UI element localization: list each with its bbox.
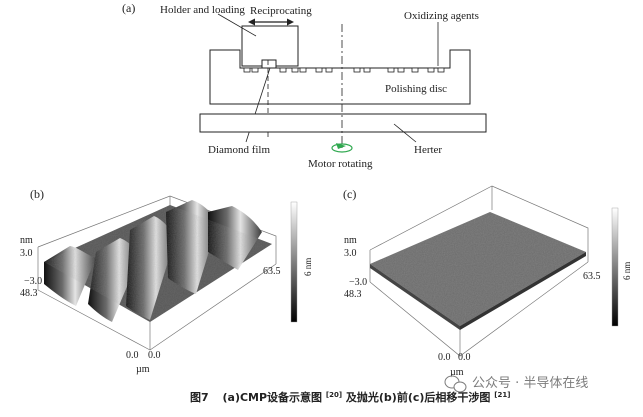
panel-c-y-max: 48.3 [344, 289, 362, 300]
panel-c: (c) nm 3.0 −3.0 48.3 63.5 0.0 0.0 µm 6 n… [343, 185, 632, 378]
panel-c-label: (c) [343, 187, 356, 201]
panel-b-surface [44, 200, 272, 322]
panel-c-nm-label: nm [344, 235, 357, 246]
panel-c-z-bottom: −3.0 [349, 277, 367, 288]
panel-c-scale-label: 6 nm [622, 262, 632, 280]
panel-b-unit: µm [136, 364, 150, 375]
figure-caption: 图7 (a)CMP设备示意图 [20] 及抛光(b)前(c)后相移干涉图 [21… [190, 387, 510, 404]
polishing-label: Polishing disc [385, 83, 447, 95]
caption-fig-no: 图7 [190, 391, 209, 404]
caption-ref-1: [20] [326, 391, 342, 399]
oxidizing-particles [243, 67, 445, 73]
holder-label: Holder and loading [160, 4, 245, 16]
panel-c-color-scale [611, 207, 619, 327]
motor-label: Motor rotating [308, 158, 373, 170]
panel-b-nm-label: nm [20, 235, 33, 246]
panel-b-z-bottom: −3.0 [24, 276, 42, 287]
oxidizing-label: Oxidizing agents [404, 10, 479, 22]
panel-c-origin-x: 0.0 [458, 352, 471, 363]
panel-b: (b) nm 3.0 −3.0 48.3 63.5 [20, 187, 313, 375]
heater-label: Herter [414, 144, 442, 156]
reciprocating-label: Reciprocating [250, 5, 312, 17]
panel-b-x-max: 63.5 [263, 266, 281, 277]
heater-leader-line [393, 123, 417, 143]
panel-b-origin-y: 0.0 [126, 350, 139, 361]
panel-c-z-top: 3.0 [344, 248, 357, 259]
diamond-label: Diamond film [208, 144, 270, 156]
panel-c-origin-y: 0.0 [438, 352, 451, 363]
panel-b-scale-label: 6 nm [303, 258, 313, 276]
panel-c-x-max: 63.5 [583, 271, 601, 282]
panel-b-y-max: 48.3 [20, 288, 38, 299]
panel-c-surface [370, 212, 586, 330]
caption-text: (a)CMP设备示意图 [223, 390, 323, 404]
reciprocating-arrow-icon [248, 18, 294, 26]
holder-leader-line [217, 13, 257, 37]
panel-c-unit: µm [450, 367, 464, 378]
panel-b-z-top: 3.0 [20, 248, 33, 259]
watermark: 公众号 · 半导体在线 [444, 375, 588, 393]
panel-b-origin-x: 0.0 [148, 350, 161, 361]
polishing-disc [209, 49, 471, 105]
diamond-film [261, 59, 277, 69]
caption-text-2: 及抛光(b)前(c)后相移干涉图 [346, 390, 491, 404]
watermark-text: 公众号 · 半导体在线 [472, 376, 588, 391]
panel-a-label: (a) [122, 1, 135, 15]
motor-rotation-icon [331, 143, 353, 153]
wechat-icon [444, 375, 467, 393]
holder-box [241, 25, 299, 67]
caption-ref-2: [21] [494, 391, 510, 399]
svg-text:图7 (a)CMP设备示意图 [20: 图7 (a)CMP设备示意图 [20] 及抛光(b)前(c)后相移干涉图 [21… [190, 387, 510, 404]
panel-b-color-scale [290, 201, 298, 323]
panel-b-label: (b) [30, 187, 44, 201]
heater-plate [199, 113, 487, 133]
panel-a: (a) Holder and loading Reciprocating [122, 1, 487, 170]
